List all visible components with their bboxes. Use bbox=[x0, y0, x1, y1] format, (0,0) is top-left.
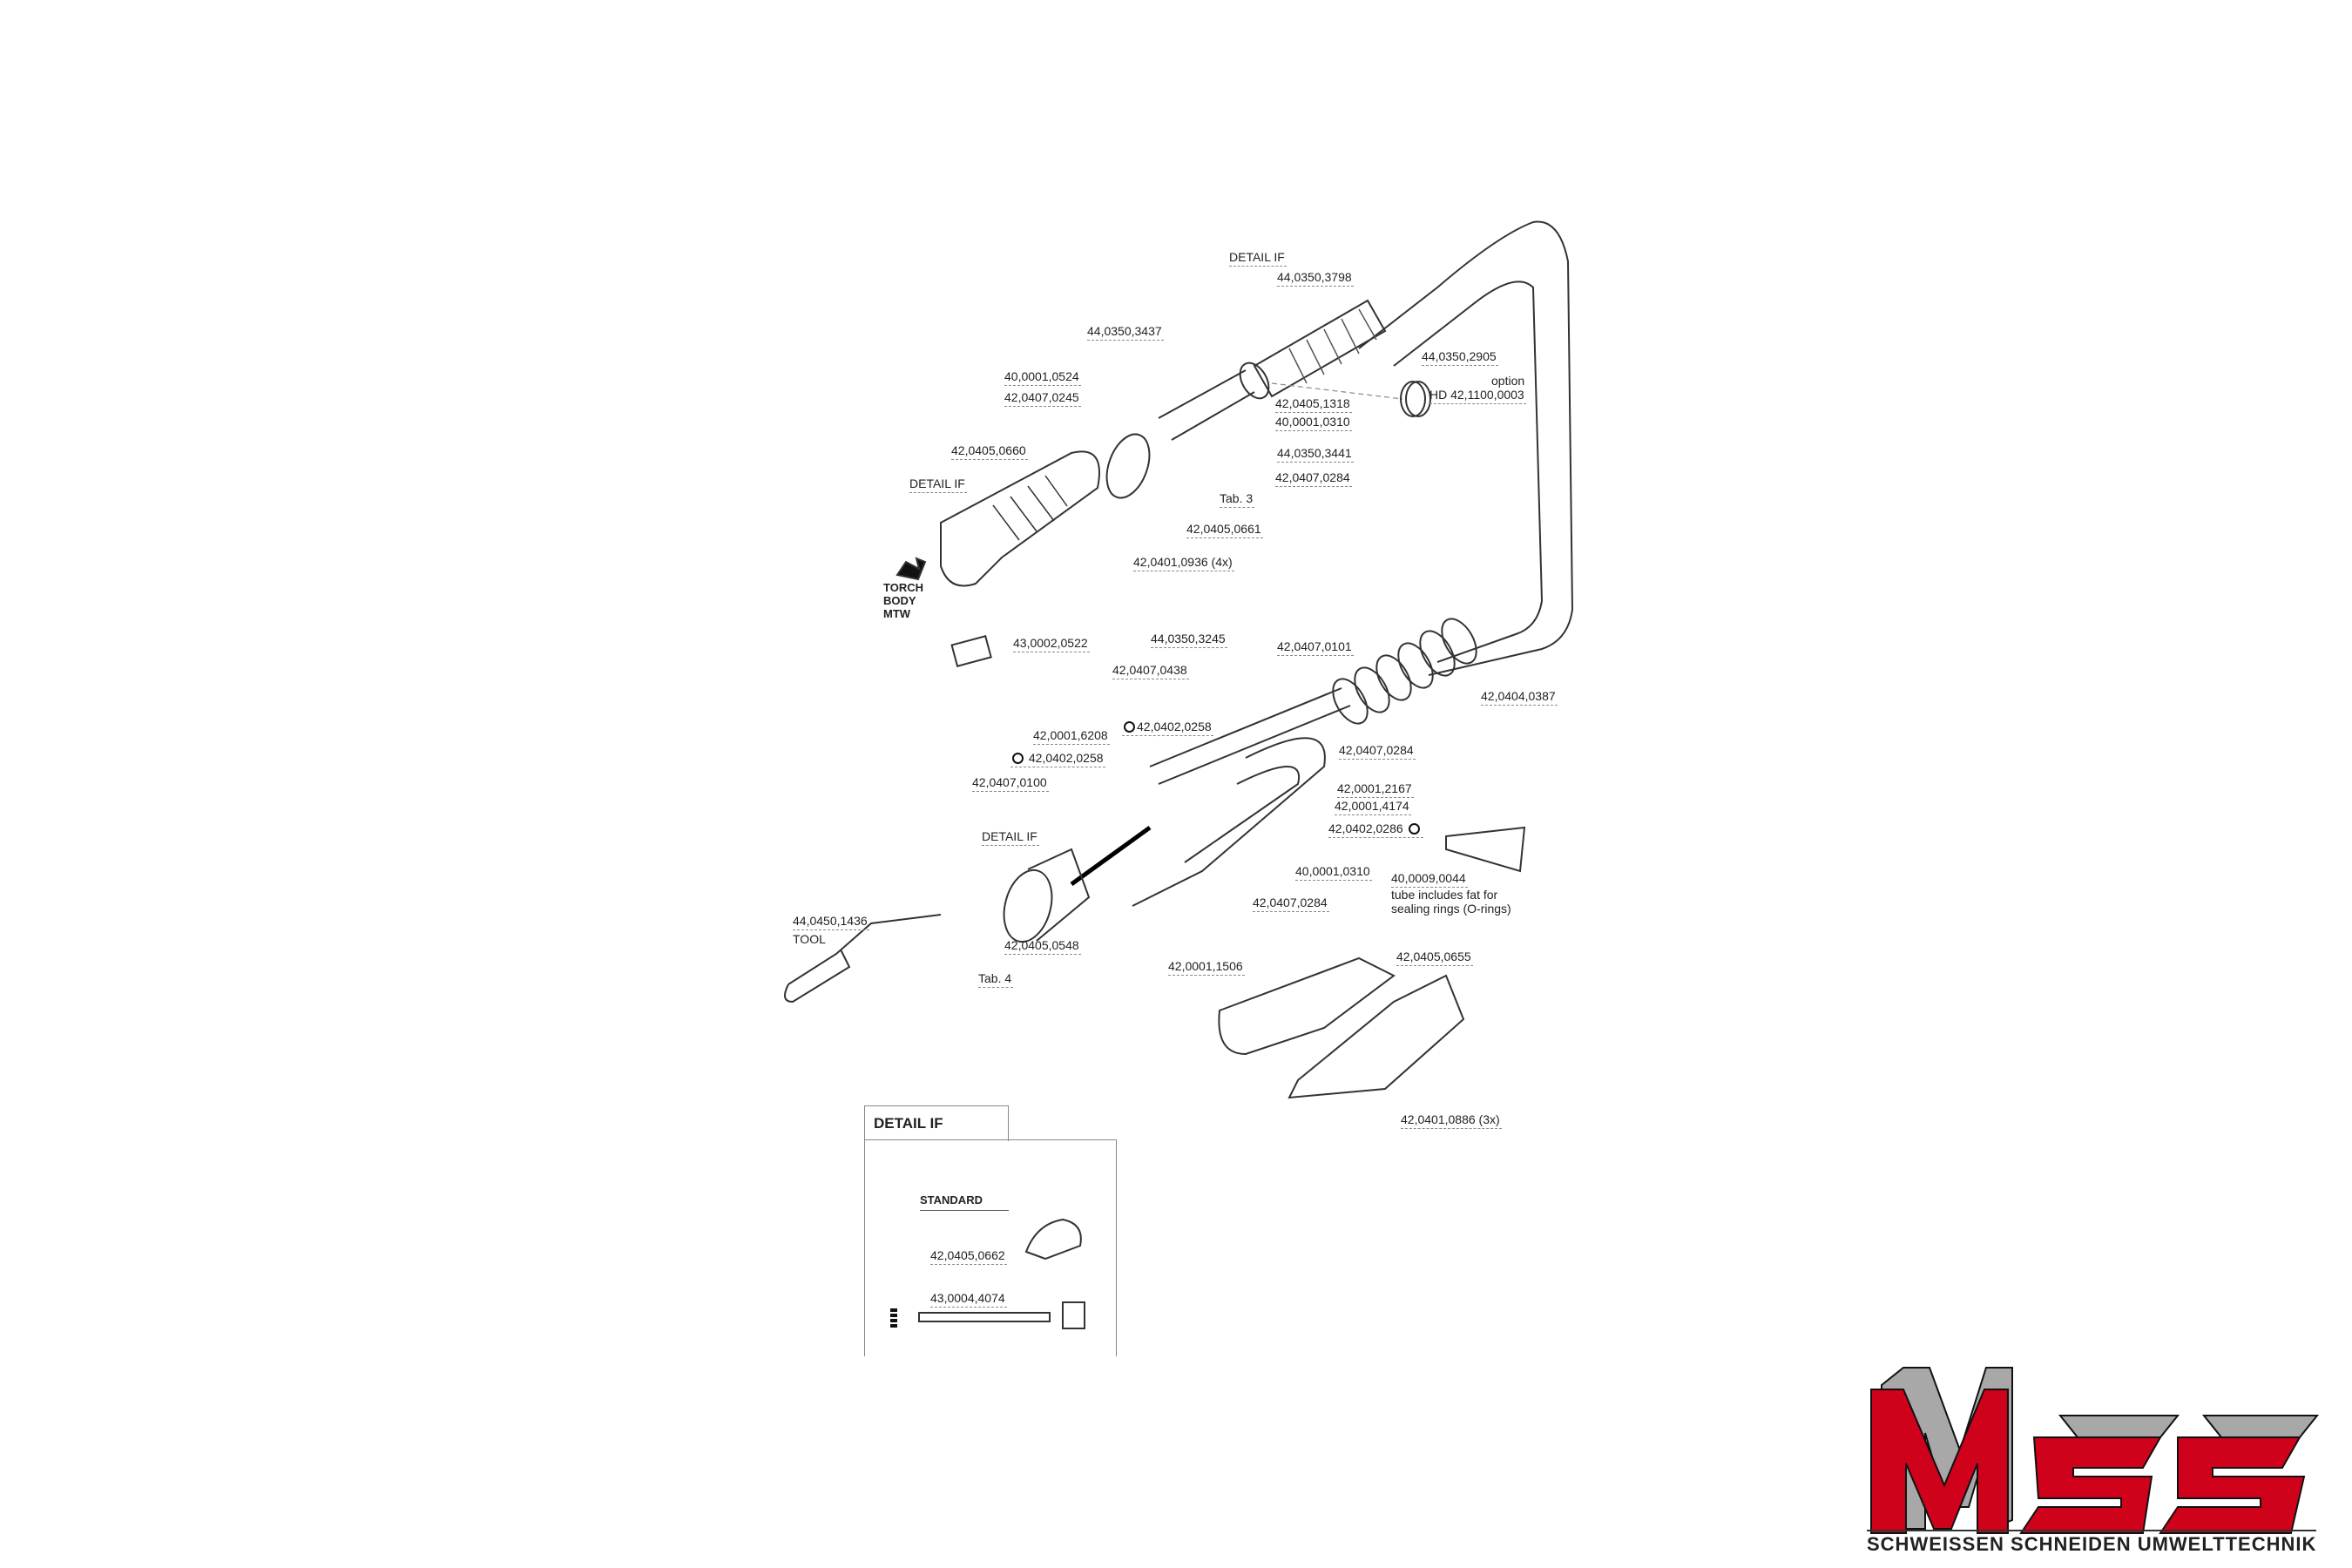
detail-if-title: DETAIL IF bbox=[874, 1115, 943, 1132]
detail-if-tab: DETAIL IF bbox=[864, 1105, 1009, 1141]
tube-note-line: sealing rings (O-rings) bbox=[1391, 902, 1511, 916]
part-label: 44,0350,3245 bbox=[1151, 632, 1227, 648]
part-number: 42,0402,0258 bbox=[1137, 720, 1212, 733]
part-label: 44,0350,2905 bbox=[1422, 349, 1498, 366]
y-pipe bbox=[1132, 737, 1326, 907]
hose-outer bbox=[1358, 220, 1574, 676]
label-detail-if-mid: DETAIL IF bbox=[982, 829, 1039, 846]
part-label: 42,0001,2167 bbox=[1337, 781, 1414, 798]
coil-spring bbox=[1332, 618, 1477, 725]
part-label: 44,0350,3798 bbox=[1277, 270, 1354, 287]
part-label: 42,0001,4174 bbox=[1335, 799, 1411, 815]
part-label: 42,0405,0548 bbox=[1004, 938, 1081, 955]
part-label: 42,0404,0387 bbox=[1481, 689, 1558, 706]
part-label: 40,0001,0310 bbox=[1295, 864, 1372, 881]
clip-part bbox=[950, 635, 992, 667]
table-ref-label: Tab. 3 bbox=[1220, 491, 1255, 508]
o-ring-icon bbox=[1124, 721, 1135, 733]
part-label: 43,0004,4074 bbox=[930, 1291, 1007, 1308]
part-label: 42,0407,0284 bbox=[1339, 743, 1416, 760]
part-label: 42,0407,0284 bbox=[1253, 896, 1329, 912]
cable-part bbox=[918, 1301, 1085, 1329]
part-label: 42,0405,0660 bbox=[951, 443, 1028, 460]
tool bbox=[784, 914, 942, 1004]
part-label: 40,0001,0310 bbox=[1275, 415, 1352, 431]
table-ref-label: Tab. 4 bbox=[978, 971, 1014, 988]
part-label: 44,0450,1436 bbox=[793, 914, 869, 930]
part-label: 42,0001,6208 bbox=[1033, 728, 1110, 745]
lower-housing bbox=[1218, 956, 1396, 1056]
label-detail-if-top: DETAIL IF bbox=[1229, 250, 1287, 267]
trigger-part bbox=[1024, 1218, 1082, 1260]
part-number: 42,0402,0286 bbox=[1328, 821, 1403, 835]
part-label: 42,0401,0936 (4x) bbox=[1133, 555, 1234, 571]
part-label: 43,0002,0522 bbox=[1013, 636, 1090, 652]
part-label: 42,0001,1506 bbox=[1168, 959, 1245, 976]
o-ring-icon bbox=[1408, 823, 1420, 835]
part-label: 42,0405,0662 bbox=[930, 1248, 1007, 1265]
hd-ring bbox=[1400, 381, 1426, 417]
part-label: 42,0407,0100 bbox=[972, 775, 1049, 792]
part-label: 42,0407,0101 bbox=[1277, 639, 1354, 656]
part-label: 44,0350,3441 bbox=[1277, 446, 1354, 463]
cable-black bbox=[1070, 825, 1152, 887]
upper-sleeve bbox=[1253, 299, 1387, 398]
logo-subtitle: SCHWEISSEN SCHNEIDEN UMWELTTECHNIK bbox=[1867, 1530, 2317, 1556]
part-label-oring: 42,0402,0286 bbox=[1328, 821, 1423, 838]
o-ring-icon bbox=[1012, 753, 1024, 764]
part-label: 42,0401,0886 (3x) bbox=[1401, 1112, 1502, 1129]
option-label: option bbox=[1491, 374, 1525, 388]
part-number: 42,0402,0258 bbox=[1028, 751, 1104, 765]
tube-note-line: tube includes fat for bbox=[1391, 888, 1498, 902]
torch-body-line: MTW bbox=[883, 607, 911, 620]
part-label: 42,0405,0661 bbox=[1186, 522, 1263, 538]
part-label: 42,0407,0245 bbox=[1004, 390, 1081, 407]
part-label: 42,0405,0655 bbox=[1396, 950, 1473, 966]
handle bbox=[940, 450, 1100, 587]
torch-body-arrow bbox=[896, 557, 927, 581]
part-label-oring: 42,0402,0258 bbox=[1122, 720, 1213, 736]
part-label: 42,0405,1318 bbox=[1275, 396, 1352, 413]
mss-logo bbox=[1870, 1367, 2320, 1534]
part-label-oring: 42,0402,0258 bbox=[1010, 751, 1105, 767]
part-label: 40,0001,0524 bbox=[1004, 369, 1081, 386]
part-label: HD 42,1100,0003 bbox=[1429, 388, 1526, 404]
tool-label: TOOL bbox=[793, 932, 826, 946]
detail-if-box bbox=[864, 1139, 1117, 1356]
part-label: 42,0407,0438 bbox=[1112, 663, 1189, 679]
standard-heading: STANDARD bbox=[920, 1193, 1009, 1211]
handle-ring bbox=[1105, 433, 1151, 499]
hose-inner bbox=[1393, 280, 1544, 663]
label-detail-if-left: DETAIL IF bbox=[909, 476, 967, 493]
part-label: 42,0407,0284 bbox=[1275, 470, 1352, 487]
front-cylinder bbox=[1003, 868, 1053, 943]
part-label: 40,0009,0044 bbox=[1391, 871, 1468, 888]
part-label: 44,0350,3437 bbox=[1087, 324, 1164, 341]
torch-body-line: BODY bbox=[883, 594, 916, 607]
grease-tube bbox=[1445, 826, 1526, 873]
torch-body-line: TORCH bbox=[883, 581, 923, 594]
